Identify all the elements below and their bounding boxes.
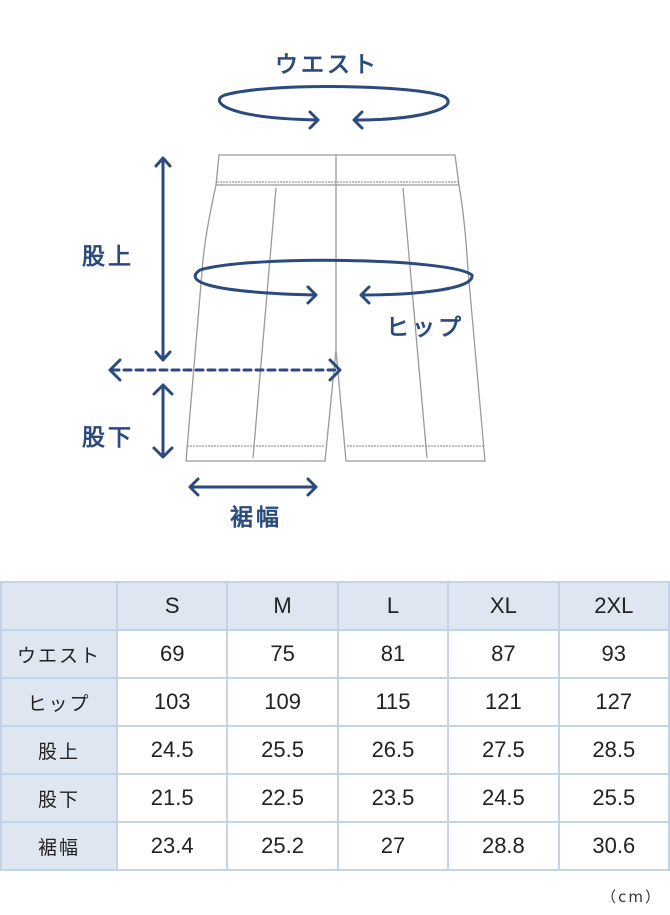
header-size: 2XL xyxy=(557,581,670,631)
size-diagram: ウエスト ヒップ 股上 股下 裾幅 xyxy=(82,52,486,531)
waist-arrow-icon xyxy=(217,85,450,122)
cell: 25.2 xyxy=(226,821,339,871)
cell: 69 xyxy=(115,629,229,679)
cell: 27 xyxy=(336,821,450,871)
unit-label: （cm） xyxy=(601,888,662,906)
cell: 81 xyxy=(336,629,450,679)
row-label: ヒップ xyxy=(0,677,118,727)
waist-label: ウエスト xyxy=(275,52,379,78)
cell: 21.5 xyxy=(115,773,229,823)
cell: 103 xyxy=(115,677,229,727)
inseam-arrow-icon xyxy=(152,383,174,459)
cell: 109 xyxy=(226,677,339,727)
row-label: 股下 xyxy=(0,773,118,823)
cell: 23.5 xyxy=(336,773,450,823)
inseam-label: 股下 xyxy=(82,425,134,451)
rise-arrow-icon xyxy=(154,156,172,362)
table-row: 裾幅 23.4 25.2 27 28.8 30.6 xyxy=(0,821,670,871)
cell: 93 xyxy=(557,629,670,679)
cell: 30.6 xyxy=(557,821,670,871)
table-row: 股上 24.5 25.5 26.5 27.5 28.5 xyxy=(0,725,670,775)
cell: 115 xyxy=(336,677,450,727)
hem-arrow-icon xyxy=(188,477,318,497)
cell: 27.5 xyxy=(447,725,560,775)
table-row: ヒップ 103 109 115 121 127 xyxy=(0,677,670,727)
header-size: S xyxy=(115,581,229,631)
cell: 28.8 xyxy=(447,821,560,871)
cell: 22.5 xyxy=(226,773,339,823)
hip-label: ヒップ xyxy=(386,315,464,341)
cell: 75 xyxy=(226,629,339,679)
header-corner xyxy=(0,581,118,631)
cell: 127 xyxy=(557,677,670,727)
cell: 25.5 xyxy=(226,725,339,775)
measure-arrows xyxy=(108,85,474,497)
cell: 28.5 xyxy=(557,725,670,775)
table-row: 股下 21.5 22.5 23.5 24.5 25.5 xyxy=(0,773,670,823)
header-size: L xyxy=(336,581,450,631)
header-size: XL xyxy=(447,581,560,631)
row-label: 裾幅 xyxy=(0,821,118,871)
rise-label: 股上 xyxy=(82,244,134,270)
cell: 25.5 xyxy=(557,773,670,823)
header-size: M xyxy=(226,581,339,631)
cell: 23.4 xyxy=(115,821,229,871)
size-table: S M L XL 2XL ウエスト 69 75 81 87 93 ヒップ 103… xyxy=(0,581,670,871)
hip-arrow-icon xyxy=(193,258,474,297)
hem-width-label: 裾幅 xyxy=(230,504,282,531)
cell: 24.5 xyxy=(115,725,229,775)
row-label: 股上 xyxy=(0,725,118,775)
cell: 87 xyxy=(447,629,560,679)
shorts-illustration xyxy=(185,154,486,462)
size-header-row: S M L XL 2XL xyxy=(0,581,670,631)
table-row: ウエスト 69 75 81 87 93 xyxy=(0,629,670,679)
cell: 24.5 xyxy=(447,773,560,823)
cell: 121 xyxy=(447,677,560,727)
row-label: ウエスト xyxy=(0,629,118,679)
cell: 26.5 xyxy=(336,725,450,775)
